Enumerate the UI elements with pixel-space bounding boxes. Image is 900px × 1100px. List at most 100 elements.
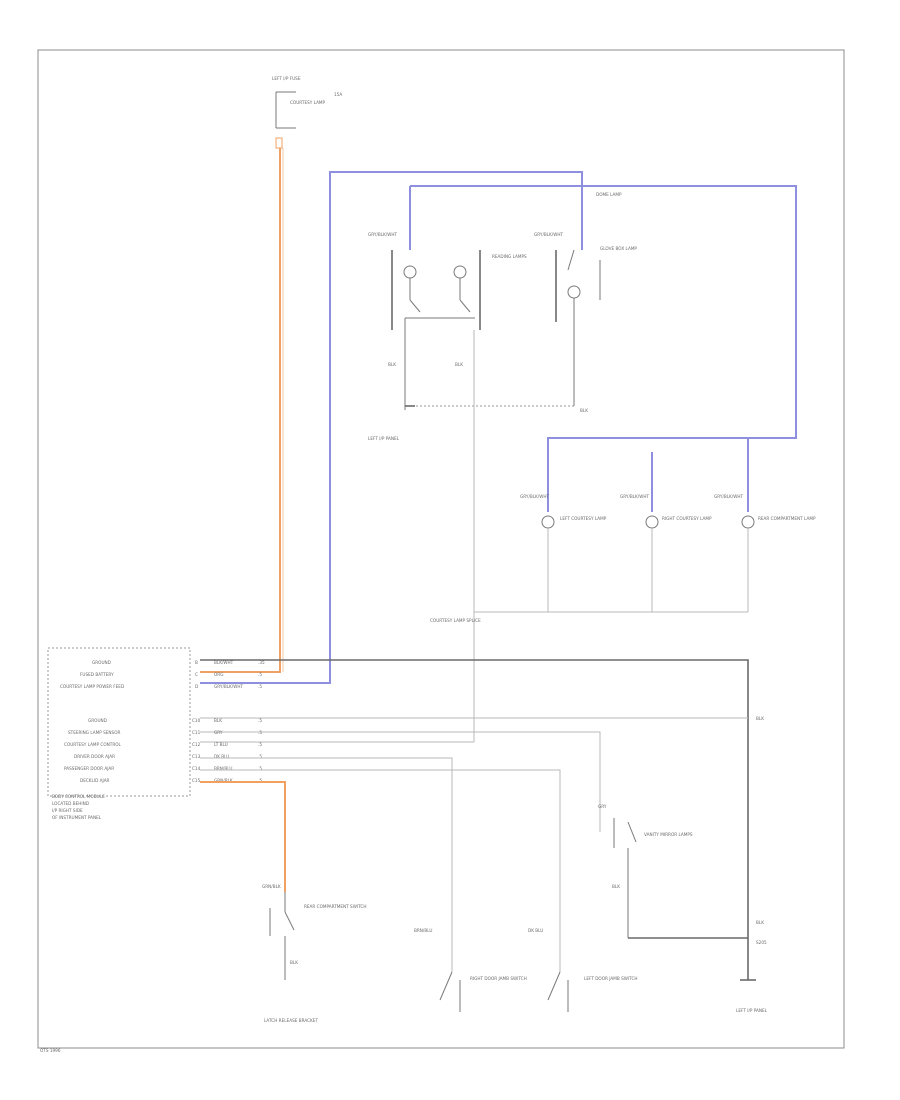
wire-blue-feed	[200, 171, 583, 684]
vanity-label: VANITY MIRROR LAMPS	[644, 832, 693, 837]
courtesy-lamps: GRY/BLK/WHT GRY/BLK/WHT GRY/BLK/WHT LEFT…	[520, 494, 816, 612]
wire-tag: DK BLU	[214, 754, 229, 759]
bcm-pin-name: FUSED BATTERY	[80, 672, 114, 677]
wire-gauge: .5	[258, 742, 262, 747]
wire-gauge: .5	[258, 672, 262, 677]
bcm-pin: C13	[192, 754, 201, 759]
right-door-switch: BRN/BLU RIGHT DOOR JAMB SWITCH	[414, 928, 527, 1012]
bcm-pin: C10	[192, 718, 201, 723]
bcm-pin-name: PASSENGER DOOR AJAR	[64, 766, 114, 771]
bcm-title: BODY CONTROL MODULE	[52, 794, 105, 799]
lamp1-label: LEFT COURTESY LAMP	[560, 516, 607, 521]
pin-label: S205	[756, 940, 767, 945]
wire-tag: GRY/BLK/WHT	[214, 684, 244, 689]
pin-label: BLK	[388, 362, 396, 367]
wire-gray-right-door	[200, 757, 453, 972]
wire-tag: LT BLU	[214, 742, 228, 747]
wire-gauge: .5	[258, 718, 262, 723]
pin-label: GRY	[598, 804, 607, 809]
wire-tag: GRY	[214, 730, 223, 735]
lamp2-label: RIGHT COURTESY LAMP	[662, 516, 712, 521]
wire-tag: BLK	[214, 718, 222, 723]
bcm-title: OF INSTRUMENT PANEL	[52, 815, 102, 820]
pin-label: BLK	[612, 884, 620, 889]
bcm-pin-name: GROUND	[88, 718, 107, 723]
dome-label: DOME LAMP	[596, 192, 622, 197]
bcm-pin-name: COURTESY LAMP CONTROL	[64, 742, 122, 747]
bulb-icon	[541, 515, 555, 529]
bcm-pin: C15	[192, 778, 201, 783]
diagram-frame	[37, 49, 845, 1049]
bcm-pin: B	[195, 660, 198, 665]
footer-label: OTS 1996	[40, 1048, 61, 1053]
reading-wire-label: GRY/BLK/WHT	[368, 232, 398, 237]
bulb-icon	[645, 515, 659, 529]
bcm-pin-name: STEERING LAMP SENSOR	[68, 730, 121, 735]
pin-label: BLK	[756, 920, 764, 925]
wire-orange-decklid	[200, 781, 286, 892]
glove-box-lamp: GRY/BLK/WHT DOME LAMP GLOVE BOX LAMP	[534, 192, 637, 406]
pin-label: BLK	[756, 716, 764, 721]
fuse-icon	[275, 137, 283, 149]
rear-bracket-label: LATCH RELEASE BRACKET	[264, 1018, 318, 1023]
rear-compartment-switch: GRN/BLK REAR COMPARTMENT SWITCH BLK LATC…	[262, 884, 366, 1023]
pin-label: BLK	[290, 960, 298, 965]
bcm-title: LOCATED BEHIND	[52, 801, 89, 806]
bulb-icon	[567, 285, 581, 299]
bcm-outline	[47, 647, 191, 797]
rd-wire: BRN/BLU	[414, 928, 432, 933]
wire-blue-top	[410, 185, 797, 512]
lamp3-label: REAR COMPARTMENT LAMP	[758, 516, 816, 521]
ground-left-label: LEFT I/P PANEL	[368, 436, 400, 441]
bcm-pin-name: GROUND	[92, 660, 111, 665]
rear-switch-label: REAR COMPARTMENT SWITCH	[304, 904, 366, 909]
bcm-pin: D	[195, 684, 198, 689]
wire-tag: BRN/BLU	[214, 766, 232, 771]
fuse-block: LEFT I/P FUSE COURTESY LAMP 15A	[272, 76, 342, 149]
fuse-name: COURTESY LAMP	[290, 100, 326, 105]
lamp2-wire: GRY/BLK/WHT	[620, 494, 650, 499]
pin-label: BLK	[455, 362, 463, 367]
ground-right-label: LEFT I/P PANEL	[736, 1008, 768, 1013]
reading-label: READING LAMPS	[492, 254, 527, 259]
lamp3-wire: GRY/BLK/WHT	[714, 494, 744, 499]
wire-tag: BLK/WHT	[214, 660, 234, 665]
bcm-pin-name: COURTESY LAMP POWER FEED	[60, 684, 124, 689]
wire-gauge: .35	[258, 660, 265, 665]
bulb-icon	[403, 265, 417, 279]
wire-tag: ORG	[214, 672, 223, 677]
bulb-icon	[741, 515, 755, 529]
wire-gray-left-door	[200, 769, 561, 972]
pin-label: GRN/BLK	[262, 884, 281, 889]
bcm-pin: C	[195, 672, 198, 677]
left-door-switch: DK BLU LEFT DOOR JAMB SWITCH	[528, 928, 638, 1012]
bcm-pin-name: DECKLID AJAR	[80, 778, 110, 783]
wire-tags: BLK/WHT ORG GRY/BLK/WHT BLK GRY LT BLU D…	[214, 660, 265, 783]
wire-gauge: .5	[258, 766, 262, 771]
lamp1-wire: GRY/BLK/WHT	[520, 494, 550, 499]
bulb-icon	[453, 265, 467, 279]
bcm-pin-name: DRIVER DOOR AJAR	[74, 754, 115, 759]
bcm-title: I/P RIGHT SIDE	[52, 808, 83, 813]
ld-wire: DK BLU	[528, 928, 543, 933]
wire-gray-glove	[200, 731, 601, 832]
glove-wire-label: GRY/BLK/WHT	[534, 232, 564, 237]
left-door-label: LEFT DOOR JAMB SWITCH	[584, 976, 638, 981]
bcm-pin: C11	[192, 730, 201, 735]
wire-black-ground	[200, 659, 749, 980]
wire-orange-battery	[200, 148, 281, 673]
wire-gauge: .5	[258, 684, 262, 689]
wire-gauge: .5	[258, 778, 262, 783]
pin-label: BLK	[580, 408, 588, 413]
wire-gauge: .5	[258, 730, 262, 735]
bcm-pin: C14	[192, 766, 201, 771]
glove-label: GLOVE BOX LAMP	[600, 246, 637, 251]
fuse-title: LEFT I/P FUSE	[272, 76, 301, 81]
fuse-rating: 15A	[334, 92, 342, 97]
wire-gauge: .5	[258, 754, 262, 759]
bcm-pin: C12	[192, 742, 201, 747]
right-door-label: RIGHT DOOR JAMB SWITCH	[470, 976, 527, 981]
vanity-switch: VANITY MIRROR LAMPS GRY BLK	[598, 804, 693, 938]
wire-tag: GRN/BLK	[214, 778, 233, 783]
